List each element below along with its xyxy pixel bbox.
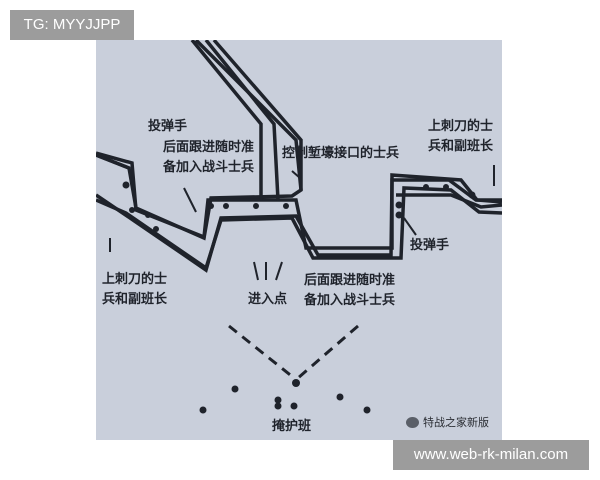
trench-left-outer: [96, 153, 130, 170]
wechat-watermark-text: 特战之家新版: [423, 416, 489, 429]
tactics-diagram-photo: 投弹手 后面跟进随时准 备加入战斗士兵 控制堑壕接口的士兵 上刺刀的士 兵和副班…: [96, 40, 502, 440]
label-grenadier-left: 投弹手: [148, 119, 188, 134]
cover-approach-lines: [228, 324, 359, 380]
trench-diagram-svg: [96, 40, 502, 414]
wechat-icon: [406, 416, 419, 428]
trench-top-line: [96, 151, 502, 250]
soldier-marks: [122, 181, 476, 414]
label-bayonet-right-2: 兵和副班长: [428, 139, 494, 154]
label-bayonet-left-2: 兵和副班长: [102, 292, 168, 307]
direction-arrows: [109, 165, 495, 281]
trench-upper-edge: [96, 40, 303, 241]
trench-branch-right: [204, 40, 280, 201]
watermark-badge-bottom: www.web-rk-milan.com: [393, 440, 589, 470]
label-grenadier-right: 投弹手: [410, 238, 450, 253]
wechat-watermark: 特战之家新版: [406, 414, 489, 430]
label-follow-bottom-1: 后面跟进随时准: [304, 273, 396, 288]
label-control-junction: 控制堑壕接口的士兵: [282, 146, 400, 161]
communication-trench-inner: [212, 40, 303, 190]
label-bayonet-left-1: 上刺刀的士: [102, 272, 168, 287]
trench-bottom-line: [96, 186, 502, 271]
label-follow-left-1: 后面跟进随时准: [163, 140, 255, 155]
label-cover-squad: 掩护班: [272, 419, 312, 434]
label-follow-bottom-2: 备加入战斗士兵: [304, 293, 396, 308]
watermark-badge-top: TG: MYYJJPP: [10, 10, 134, 40]
label-entry-point: 进入点: [248, 292, 288, 307]
trench-branch-left: [190, 40, 263, 200]
label-follow-left-2: 备加入战斗士兵: [163, 160, 255, 175]
label-bayonet-right-1: 上刺刀的士: [428, 119, 494, 134]
